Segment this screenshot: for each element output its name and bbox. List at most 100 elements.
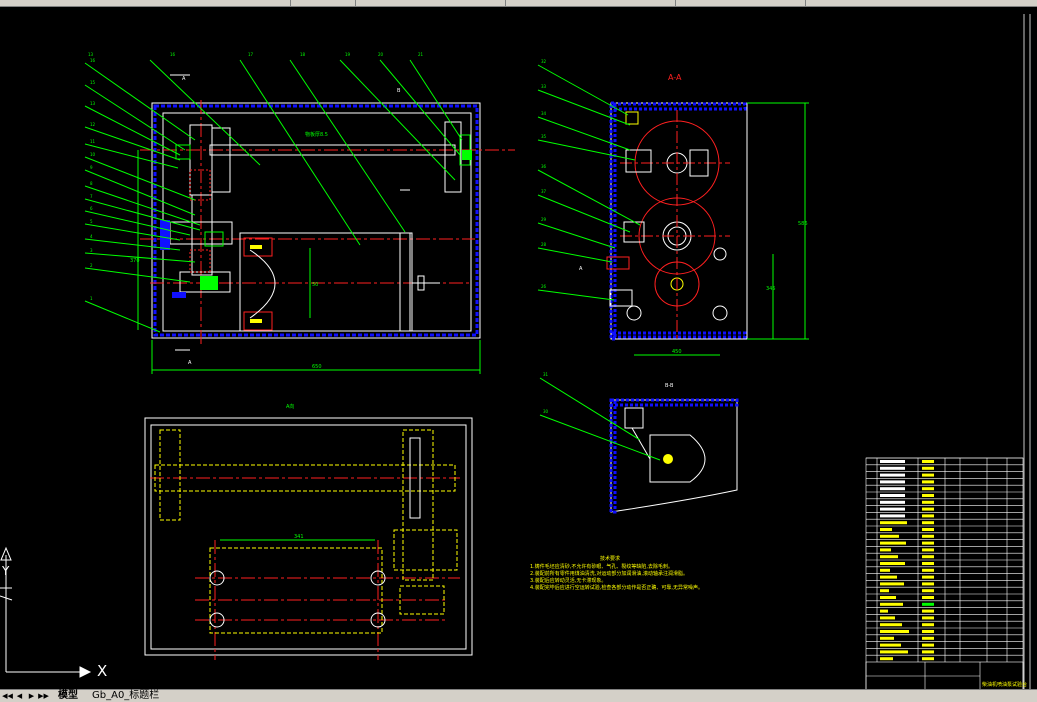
ucs-y-label: Y (1, 564, 10, 578)
front-view[interactable]: 650 370 50 物板厚8.5 A A B (130, 74, 515, 374)
balloon-label: 1 (90, 296, 93, 301)
tab-model[interactable]: 模型 (58, 690, 78, 701)
balloon-label: 3 (90, 248, 93, 253)
last-tab-icon[interactable]: ▶▶ (38, 692, 49, 700)
balloon-label: 37 (541, 189, 547, 194)
table-cell-fill (880, 657, 893, 661)
balloon-label: 13 (90, 101, 96, 106)
dim-main-width: 650 (312, 364, 322, 370)
table-cell-fill (880, 521, 907, 525)
table-cell-fill (922, 589, 934, 593)
table-cell-fill (922, 636, 934, 640)
table-cell-fill (922, 609, 934, 613)
dim-side-height: 586 (798, 221, 808, 227)
ucs-icon: X Y (0, 546, 107, 680)
dim-top-len: 341 (294, 534, 304, 540)
balloon-label: 29 (541, 217, 547, 222)
table-cell-fill (922, 473, 934, 477)
parts-list-fills (880, 460, 934, 661)
table-cell-fill (922, 507, 934, 511)
table-cell-fill (922, 487, 934, 491)
table-cell-fill (880, 460, 905, 463)
notes-line-3: 3.装配后应转动灵活,无卡滞现象。 (530, 577, 606, 584)
table-cell-fill (922, 521, 934, 525)
table-cell-fill (880, 582, 904, 586)
balloon-label: 8 (90, 181, 93, 186)
notes-line-1: 1.铸件毛坯应清砂,不允许有砂眼、气孔、裂纹等缺陷,去除毛刺。 (530, 563, 673, 570)
balloon-label: 26 (541, 284, 547, 289)
table-cell-fill (880, 480, 905, 484)
toolbar-separator (675, 0, 676, 6)
first-tab-icon[interactable]: ◀◀ (2, 692, 13, 700)
notes-line-2: 2.装配前所有零件用煤油清洗,对运动部分加润滑油,滚动轴承注润滑脂。 (530, 570, 688, 577)
balloon-label: 31 (543, 372, 549, 377)
table-cell-fill (922, 555, 934, 559)
table-cell-fill (880, 528, 892, 531)
toolbar-separator (805, 0, 806, 6)
toolbar-separator (505, 0, 506, 6)
table-cell-fill (880, 534, 899, 538)
balloon-label: 36 (541, 164, 547, 169)
balloon-label: 15 (90, 80, 96, 85)
ucs-x-label: X (97, 662, 107, 680)
balloon-label: 33 (541, 84, 547, 89)
table-cell-fill (922, 460, 934, 463)
table-cell-fill (922, 643, 934, 647)
balloon-label: 2 (90, 263, 93, 268)
leader-lines-bb (539, 377, 661, 461)
balloon-label: 28 (541, 242, 547, 247)
table-cell-fill (922, 548, 934, 552)
table-cell-fill (922, 657, 934, 661)
tab-layout-gb-a0[interactable]: Gb_A0_标题栏 (92, 690, 160, 701)
balloon-label: 7 (90, 194, 93, 199)
table-cell-fill (880, 596, 896, 599)
table-cell-fill (880, 643, 901, 647)
section-bb-view[interactable]: B-B (609, 383, 739, 514)
leader-lines-front (84, 59, 463, 333)
table-cell-fill (922, 480, 934, 484)
table-cell-fill (922, 528, 934, 531)
table-cell-fill (880, 487, 905, 491)
parts-list-table[interactable] (865, 457, 1024, 689)
balloon-label: 16 (170, 52, 176, 57)
table-cell-fill (922, 630, 934, 633)
table-cell-fill (922, 575, 934, 579)
balloon-label: 20 (378, 52, 384, 57)
table-cell-fill (880, 507, 905, 511)
next-tab-icon[interactable]: ▶ (28, 692, 35, 700)
dim-main-shaft: 物板厚8.5 (305, 131, 328, 138)
prev-tab-icon[interactable]: ◀ (16, 692, 23, 700)
table-cell-fill (880, 602, 903, 606)
table-cell-fill (880, 466, 905, 470)
balloon-label: 4 (90, 234, 93, 239)
table-cell-fill (880, 555, 898, 559)
table-cell-fill (922, 541, 934, 545)
table-cell-fill (880, 568, 890, 572)
top-view[interactable]: A向 341 (144, 403, 473, 660)
dim-side-sub: 345 (766, 286, 776, 292)
cut-marker-a-top: A (182, 76, 186, 82)
table-cell-fill (922, 514, 934, 518)
leader-lines-aa (537, 64, 641, 301)
table-cell-fill (880, 494, 905, 497)
section-aa-view[interactable]: A-A 5 (579, 73, 809, 356)
cut-marker-a-side: A (579, 266, 583, 272)
title-block-name: 柴油机喷油泵试验台 (982, 681, 1027, 688)
table-cell-fill (880, 575, 897, 579)
dim-main-height: 370 (130, 258, 140, 264)
balloon-label: 18 (300, 52, 306, 57)
table-cell-fill (922, 650, 934, 654)
table-cell-fill (880, 562, 905, 565)
table-cell-fill (922, 582, 934, 586)
table-cell-fill (880, 514, 905, 518)
table-cell-fill (922, 568, 934, 572)
table-cell-fill (880, 548, 891, 552)
balloon-label: 19 (345, 52, 351, 57)
table-cell-fill (880, 541, 906, 545)
balloon-label: 10 (90, 152, 96, 157)
notes-title: 技术要求 (600, 555, 620, 562)
dim-side-width: 450 (672, 349, 682, 355)
drawing-canvas[interactable]: X Y (0, 6, 1037, 689)
